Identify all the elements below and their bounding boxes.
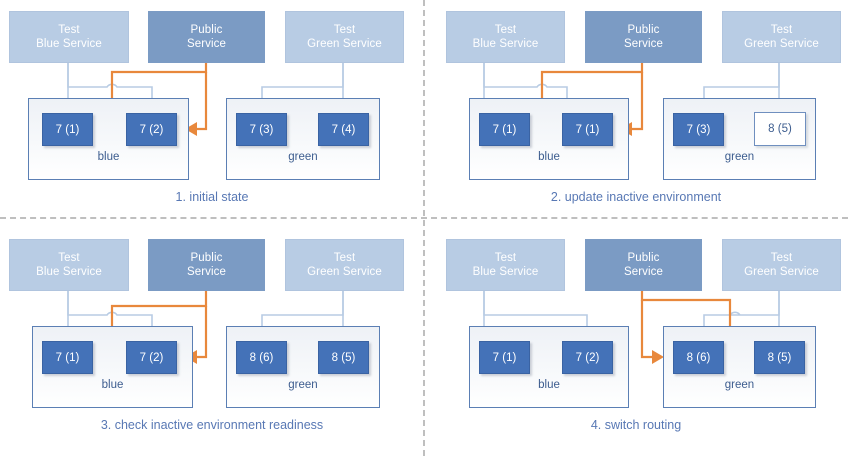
blue-environment-label: blue bbox=[538, 151, 560, 163]
test-blue-service-line2: Blue Service bbox=[472, 266, 539, 278]
test-green-service-line2: Green Service bbox=[744, 38, 819, 50]
green-environment-label: green bbox=[724, 151, 755, 163]
blue-instance-2[interactable]: 7 (2) bbox=[562, 341, 613, 374]
blue-instance-2[interactable]: 7 (2) bbox=[126, 341, 177, 374]
test-blue-service-line2: Blue Service bbox=[472, 38, 539, 50]
public-service-line1: Public bbox=[190, 24, 223, 36]
blue-instance-2[interactable]: 7 (1) bbox=[562, 113, 613, 146]
panel-4-caption: 4. switch routing bbox=[590, 418, 682, 432]
test-green-service-box[interactable]: Test Green Service bbox=[722, 11, 841, 63]
green-instance-2[interactable]: 8 (5) bbox=[754, 341, 805, 374]
public-service-line2: Service bbox=[623, 38, 664, 50]
test-green-service-line2: Green Service bbox=[307, 266, 382, 278]
test-green-service-box[interactable]: Test Green Service bbox=[722, 239, 841, 291]
blue-environment-label: blue bbox=[97, 151, 120, 163]
public-service-box[interactable]: Public Service bbox=[148, 239, 265, 291]
green-instance-1[interactable]: 8 (6) bbox=[236, 341, 287, 374]
test-green-service-line1: Test bbox=[333, 24, 356, 36]
green-environment-label: green bbox=[288, 151, 318, 163]
test-blue-service-line2: Blue Service bbox=[36, 38, 102, 50]
test-blue-service-line1: Test bbox=[58, 24, 80, 36]
public-service-line1: Public bbox=[190, 252, 223, 264]
test-green-service-line1: Test bbox=[770, 252, 793, 264]
panel-2-caption: 2. update inactive environment bbox=[550, 190, 722, 204]
green-environment-label: green bbox=[724, 379, 755, 391]
blue-instance-1[interactable]: 7 (1) bbox=[479, 113, 530, 146]
panel-1: Test Blue Service Public Service Test Gr… bbox=[0, 0, 424, 228]
green-instance-1[interactable]: 7 (3) bbox=[673, 113, 724, 146]
blue-environment-label: blue bbox=[538, 379, 560, 391]
blue-instance-1[interactable]: 7 (1) bbox=[42, 341, 93, 374]
test-blue-service-box[interactable]: Test Blue Service bbox=[446, 11, 565, 63]
test-green-service-line1: Test bbox=[333, 252, 356, 264]
public-service-box[interactable]: Public Service bbox=[585, 239, 702, 291]
test-green-service-line2: Green Service bbox=[307, 38, 382, 50]
test-green-service-line2: Green Service bbox=[744, 266, 819, 278]
green-instance-2[interactable]: 7 (4) bbox=[318, 113, 369, 146]
green-instance-1[interactable]: 7 (3) bbox=[236, 113, 287, 146]
test-blue-service-line2: Blue Service bbox=[36, 266, 102, 278]
green-instance-2[interactable]: 8 (5) bbox=[318, 341, 369, 374]
test-blue-service-box[interactable]: Test Blue Service bbox=[9, 239, 129, 291]
test-blue-service-line1: Test bbox=[494, 24, 517, 36]
test-blue-service-line1: Test bbox=[58, 252, 80, 264]
test-blue-service-box[interactable]: Test Blue Service bbox=[446, 239, 565, 291]
blue-instance-1[interactable]: 7 (1) bbox=[42, 113, 93, 146]
panel-3: Test Blue Service Public Service Test Gr… bbox=[0, 228, 424, 456]
horizontal-divider bbox=[0, 217, 848, 219]
panel-1-caption: 1. initial state bbox=[175, 190, 249, 204]
public-service-line2: Service bbox=[186, 266, 227, 278]
green-instance-2[interactable]: 8 (5) bbox=[754, 112, 806, 146]
panel-3-caption: 3. check inactive environment readiness bbox=[100, 418, 324, 432]
public-service-line2: Service bbox=[186, 38, 227, 50]
public-service-line1: Public bbox=[627, 24, 660, 36]
public-service-box[interactable]: Public Service bbox=[585, 11, 702, 63]
vertical-divider bbox=[423, 0, 425, 456]
test-green-service-box[interactable]: Test Green Service bbox=[285, 239, 404, 291]
public-service-line1: Public bbox=[627, 252, 660, 264]
blue-instance-2[interactable]: 7 (2) bbox=[126, 113, 177, 146]
panel-2: Test Blue Service Public Service Test Gr… bbox=[424, 0, 848, 228]
public-service-line2: Service bbox=[623, 266, 664, 278]
panel-4: Test Blue Service Public Service Test Gr… bbox=[424, 228, 848, 456]
green-instance-1[interactable]: 8 (6) bbox=[673, 341, 724, 374]
blue-environment-label: blue bbox=[101, 379, 124, 391]
green-environment-label: green bbox=[288, 379, 318, 391]
test-blue-service-box[interactable]: Test Blue Service bbox=[9, 11, 129, 63]
test-blue-service-line1: Test bbox=[494, 252, 517, 264]
public-service-box[interactable]: Public Service bbox=[148, 11, 265, 63]
test-green-service-box[interactable]: Test Green Service bbox=[285, 11, 404, 63]
test-green-service-line1: Test bbox=[770, 24, 793, 36]
blue-instance-1[interactable]: 7 (1) bbox=[479, 341, 530, 374]
